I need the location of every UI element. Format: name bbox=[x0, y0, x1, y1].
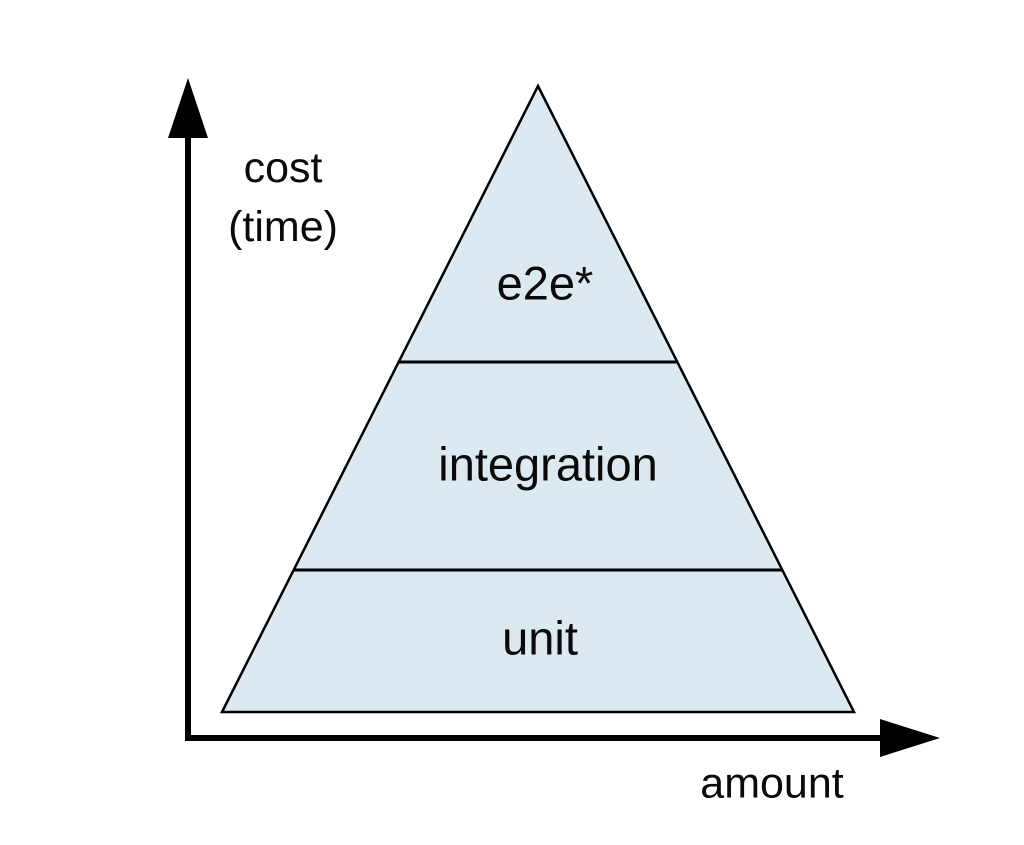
pyramid-shape bbox=[219, 83, 857, 714]
pyramid-layer-label-e2e: e2e* bbox=[496, 256, 594, 310]
pyramid-layer-label-integration: integration bbox=[438, 437, 658, 491]
y-axis-label-line2: (time) bbox=[228, 203, 338, 251]
x-axis-arrowhead-icon bbox=[880, 719, 940, 757]
x-axis-label: amount bbox=[700, 759, 844, 808]
y-axis-label-line1: cost bbox=[243, 144, 323, 192]
y-axis-label: cost (time) bbox=[228, 139, 338, 257]
pyramid-layer-label-unit: unit bbox=[502, 611, 578, 665]
y-axis-arrowhead-icon bbox=[168, 78, 208, 138]
